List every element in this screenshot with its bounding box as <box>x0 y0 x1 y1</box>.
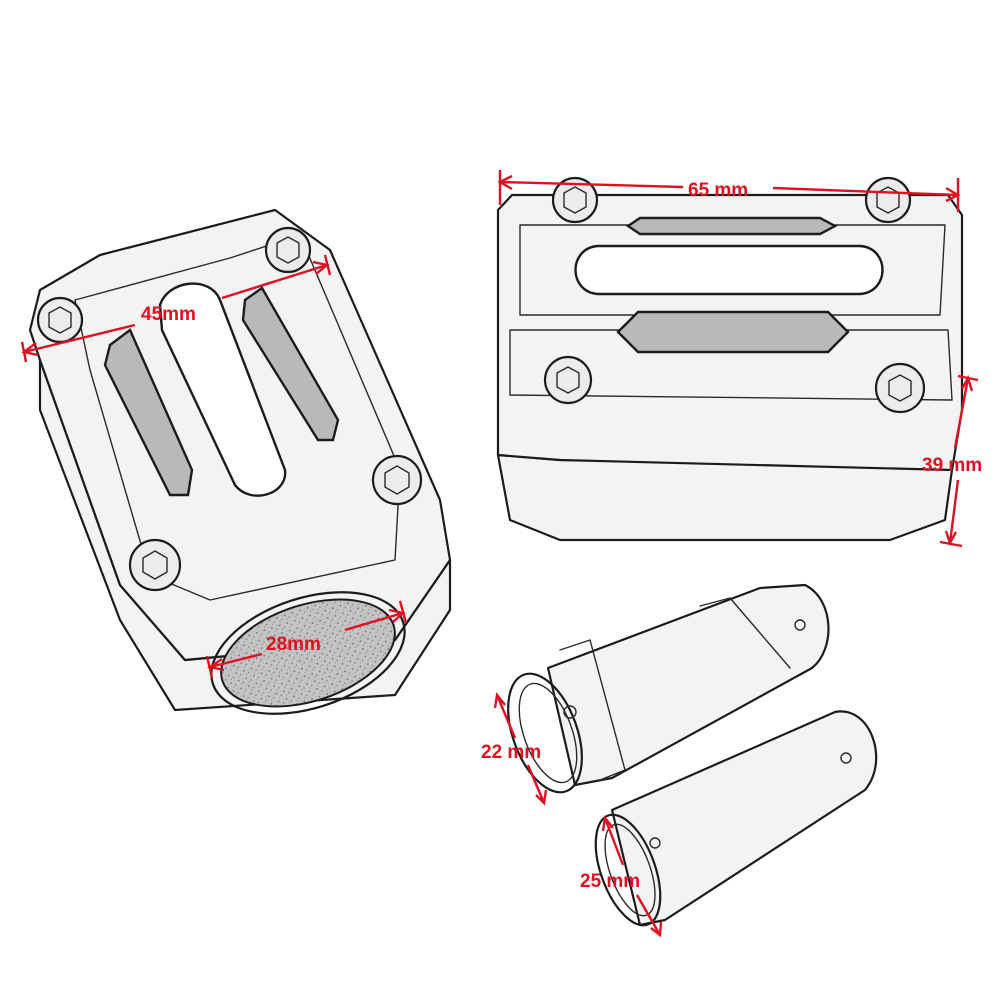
dimension-65mm: 65 mm <box>497 170 961 212</box>
dimension-label: 22 mm <box>481 742 541 763</box>
dimension-22mm: 22 mm <box>481 692 548 806</box>
dimension-line <box>23 323 136 354</box>
dimension-label: 65 mm <box>688 180 748 201</box>
dimension-line <box>499 180 684 189</box>
bolt-icon <box>36 296 84 344</box>
right-frame-slider-block <box>496 176 964 542</box>
bolt-icon <box>864 176 912 224</box>
arrow-icon <box>650 921 663 938</box>
arrow-icon <box>493 692 506 709</box>
bolt-icon <box>371 454 423 506</box>
dimension-label: 28mm <box>266 634 321 655</box>
arrow-icon <box>535 789 548 806</box>
arrow-icon <box>601 815 614 832</box>
bolt-icon <box>264 226 312 274</box>
dimension-label: 25 mm <box>580 871 640 892</box>
left-frame-slider-block <box>28 208 452 715</box>
dimension-line <box>772 186 959 197</box>
dimension-45mm: 45mm <box>20 254 332 363</box>
sleeve-25mm <box>594 710 878 927</box>
dimension-line <box>209 652 263 669</box>
dimension-line <box>221 263 328 300</box>
dimension-line <box>953 377 970 449</box>
sleeve-22mm <box>507 583 830 794</box>
dimension-line <box>526 764 546 804</box>
dimension-28mm: 28mm <box>205 600 408 679</box>
bolt-icon <box>551 176 599 224</box>
dimension-line <box>635 894 662 936</box>
dimension-label: 45mm <box>141 304 196 325</box>
bolt-icon <box>874 362 926 414</box>
bolt-icon <box>543 355 593 405</box>
dimension-39mm: 39 mm <box>922 374 982 548</box>
dimension-label: 39 mm <box>922 455 982 476</box>
dimension-25mm: 25 mm <box>580 815 663 938</box>
dimension-line <box>603 817 625 866</box>
dimension-line <box>344 611 404 632</box>
bolt-icon <box>128 538 182 592</box>
dimension-line <box>495 694 517 739</box>
dimension-line <box>948 479 960 544</box>
